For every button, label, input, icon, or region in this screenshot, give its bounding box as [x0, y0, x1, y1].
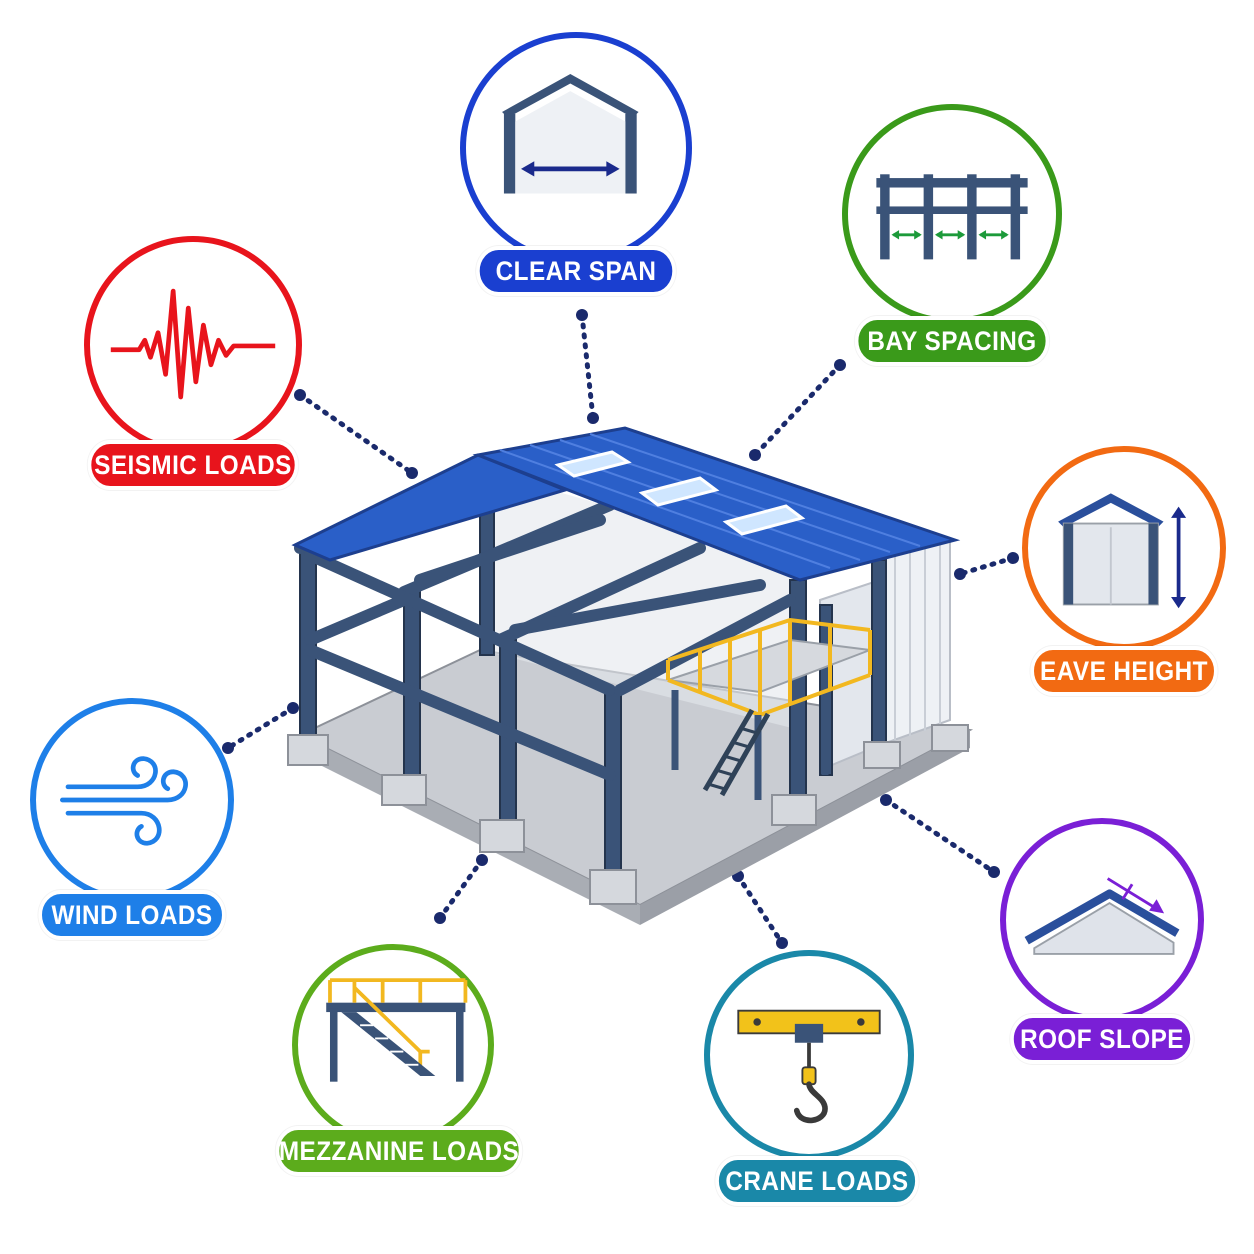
connector-eave — [957, 555, 1016, 577]
seismic-loads-label: SEISMIC LOADS — [87, 440, 299, 490]
seismic-wave-icon — [110, 288, 276, 400]
connector-wind — [225, 705, 296, 751]
wind-icon — [60, 756, 188, 846]
bay-spacing-circle — [842, 104, 1062, 324]
clear-span-circle — [460, 32, 692, 264]
wind-loads-label: WIND LOADS — [38, 890, 226, 940]
connector-mezzanine — [437, 857, 485, 921]
connector-seismic — [297, 392, 415, 476]
connector-crane — [735, 873, 785, 946]
eave-height-label: EAVE HEIGHT — [1030, 646, 1218, 696]
clear-span-icon — [502, 74, 639, 194]
crane-loads-circle — [704, 950, 914, 1160]
connector-roof-slope — [883, 797, 997, 875]
eave-height-circle — [1022, 446, 1226, 650]
connector-bay-spacing — [752, 362, 843, 458]
eave-height-icon — [1058, 493, 1187, 609]
clear-span-label: CLEAR SPAN — [476, 246, 676, 296]
mezzanine-icon — [326, 978, 468, 1082]
seismic-loads-circle — [84, 236, 302, 454]
roof-slope-icon — [1024, 877, 1180, 955]
bay-spacing-label: BAY SPACING — [854, 316, 1050, 366]
connector-clear-span — [579, 312, 596, 421]
crane-loads-label: CRANE LOADS — [715, 1156, 919, 1206]
mezzanine-loads-circle — [292, 944, 494, 1146]
roof-slope-circle — [1000, 818, 1204, 1022]
mezzanine-loads-label: MEZZANINE LOADS — [275, 1126, 523, 1176]
crane-hook-icon — [737, 1009, 881, 1124]
bay-spacing-icon — [876, 174, 1028, 260]
wind-loads-circle — [30, 698, 234, 902]
roof-slope-label: ROOF SLOPE — [1010, 1014, 1194, 1064]
